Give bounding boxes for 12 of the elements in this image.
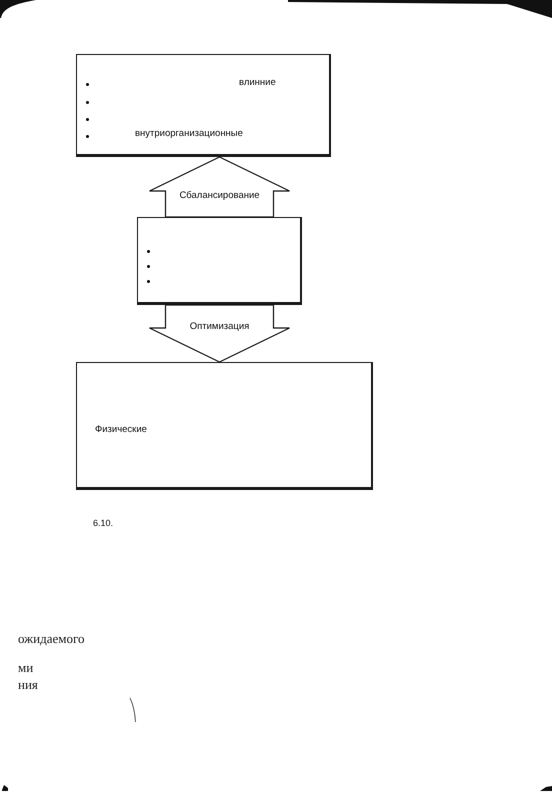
empty-box bbox=[137, 217, 302, 305]
process-box bbox=[76, 362, 373, 490]
text-fragment: ми bbox=[18, 660, 34, 675]
edge-label: Сбалансирование bbox=[177, 190, 262, 202]
box-text: влинние bbox=[239, 77, 276, 89]
text-fragment: ния bbox=[18, 677, 38, 692]
text-fragment: ожидаемого bbox=[18, 631, 85, 646]
edge-label: Оптимизация bbox=[188, 320, 252, 332]
box-text: внутриорганизационные bbox=[135, 128, 243, 140]
box-text: Физические bbox=[95, 424, 147, 436]
process-box bbox=[76, 54, 331, 157]
figure-caption: 6.10. bbox=[93, 518, 114, 529]
